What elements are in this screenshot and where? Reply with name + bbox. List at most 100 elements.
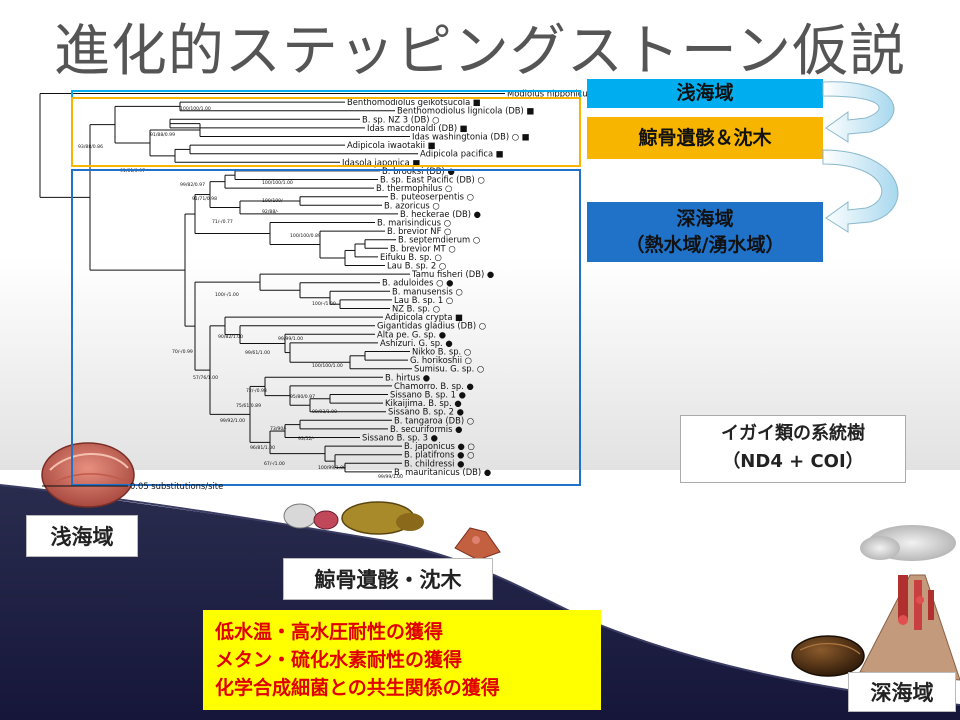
tree-caption-title: イガイ類の系統樹 bbox=[721, 423, 865, 444]
taxon-label: B. securiformis ● bbox=[390, 424, 462, 434]
support-value: 93/88/0.86 bbox=[78, 144, 103, 150]
taxon-label: B. japonicus ● ○ bbox=[404, 441, 475, 451]
support-value: 91/88/0.99 bbox=[150, 132, 175, 138]
taxon-label: Eifuku B. sp. ○ bbox=[380, 252, 442, 262]
taxon-label: Adipicola iwaotakii ■ bbox=[347, 140, 436, 150]
support-value: 100/100/1.00 bbox=[312, 363, 343, 369]
taxon-label: Lau B. sp. 2 ○ bbox=[387, 261, 446, 271]
taxon-label: Lau B. sp. 1 ○ bbox=[394, 295, 453, 305]
support-value: 90/82/1.00 bbox=[218, 334, 243, 340]
support-value: 71/-/0.77 bbox=[212, 219, 233, 225]
support-value: 57/76/1.00 bbox=[193, 375, 218, 381]
legend-deep: 深海域 （熱水域/湧水域） bbox=[587, 202, 823, 262]
seabed-slope bbox=[0, 484, 960, 706]
support-value: 72/-/0.98 bbox=[246, 388, 267, 394]
taxon-label: B. septemdierum ○ bbox=[398, 235, 480, 245]
taxon-label: B. manusensis ○ bbox=[392, 286, 463, 296]
deep-clade-box bbox=[71, 169, 581, 486]
taxon-label: Sissano B. sp. 3 ● bbox=[362, 433, 438, 443]
legend-shallow: 浅海域 bbox=[587, 79, 823, 108]
taxon-label: B. tangaroa (DB) ○ bbox=[394, 415, 474, 425]
taxon-label: B. thermophilus ○ bbox=[376, 183, 452, 193]
taxon-label: B. sp. NZ 3 (DB) ○ bbox=[362, 114, 439, 124]
taxon-label: Sissano B. sp. 1 ● bbox=[390, 390, 466, 400]
taxon-label: Tamu fisheri (DB) ● bbox=[411, 269, 494, 279]
support-value: 99/99/1.00 bbox=[378, 474, 403, 480]
legend-deep-label: 深海域 bbox=[676, 208, 734, 230]
acquisition-list: 低水温・高水圧耐性の獲得 メタン・硫化水素耐性の獲得 化学合成細菌との共生関係の… bbox=[203, 610, 601, 710]
support-value: 99/61/1.00 bbox=[245, 350, 270, 356]
support-value: 70/-/0.99 bbox=[172, 349, 193, 355]
taxon-label: Benthomodiolus geikotsucola ■ bbox=[347, 97, 481, 107]
support-value: 67/-/1.00 bbox=[264, 461, 285, 467]
support-value: 96/81/1.00 bbox=[250, 445, 275, 451]
taxon-label: Adipicola crypta ■ bbox=[385, 312, 463, 322]
whalefall-mussel-image bbox=[283, 501, 501, 561]
taxon-label: Ashizuri. G. sp. ● bbox=[380, 338, 453, 348]
taxon-label: Idasola japonica ■ bbox=[342, 157, 420, 167]
tree-caption: イガイ類の系統樹 （ND4 + COI） bbox=[680, 415, 906, 483]
legend-shallow-label: 浅海域 bbox=[676, 82, 734, 104]
taxon-label: Alta pe. G. sp. ● bbox=[377, 329, 446, 339]
taxon-label: B. azoricus ○ bbox=[384, 200, 440, 210]
taxon-label: Sissano B. sp. 2 ● bbox=[388, 407, 464, 417]
support-value: 100/-/1.00 bbox=[215, 292, 239, 298]
taxon-label: B. platifrons ● ○ bbox=[404, 450, 474, 460]
taxon-label: Benthomodiolus lignicola (DB) ■ bbox=[397, 106, 534, 116]
arrow-shallow-to-whalefall bbox=[822, 81, 895, 143]
legend-deep-sublabel: （熱水域/湧水域） bbox=[625, 234, 785, 256]
acquisition-item: 低水温・高水圧耐性の獲得 bbox=[215, 621, 444, 643]
taxon-label: NZ B. sp. ○ bbox=[392, 304, 440, 314]
support-value: 99/92/1.00 bbox=[220, 418, 245, 424]
taxon-label: Sumisu. G. sp. ○ bbox=[414, 364, 484, 374]
support-value: 100/100/1.00 bbox=[180, 106, 211, 112]
support-value: 75/61/0.89 bbox=[236, 403, 261, 409]
taxon-label: B. aduloides ○ ● bbox=[382, 278, 453, 288]
arrow-whalefall-to-deep bbox=[822, 149, 899, 233]
slide-title: 進化的ステッピングストーン仮説 bbox=[53, 19, 907, 84]
support-value: 95/80/0.97 bbox=[290, 394, 315, 400]
taxon-label: B. heckerae (DB) ● bbox=[400, 209, 481, 219]
support-value: 93/52/- bbox=[298, 436, 315, 442]
support-value: 100/99/1.00 bbox=[318, 465, 346, 471]
taxon-label: B. hirtus ● bbox=[385, 372, 430, 382]
legend-whalefall: 鯨骨遺骸＆沈木 bbox=[587, 117, 823, 159]
support-value: 100/100/0.89 bbox=[290, 233, 321, 239]
support-value: 99/99/1.00 bbox=[278, 336, 303, 342]
shallow-mussel-image bbox=[41, 442, 135, 508]
taxon-label: Kikaijima. B. sp. ● bbox=[385, 398, 462, 408]
taxon-label: B. marisindicus ○ bbox=[377, 218, 451, 228]
taxon-label: Idas washingtonia (DB) ○ ■ bbox=[412, 132, 530, 142]
deep-mussel-image bbox=[791, 635, 865, 677]
support-value: 100/100/- bbox=[262, 198, 285, 204]
taxon-label: B. sp. East Pacific (DB) ○ bbox=[380, 175, 485, 185]
taxon-label: Idas macdonaldi (DB) ■ bbox=[367, 123, 468, 133]
taxon-label: Modiolus nipponicus ▲ bbox=[507, 89, 602, 99]
support-value: 100/100/1.00 bbox=[262, 180, 293, 186]
scale-bar-label: 0.05 substitutions/site bbox=[130, 481, 223, 491]
scene-label-shallow: 浅海域 bbox=[26, 515, 138, 557]
taxon-label: G. horikoshii ○ bbox=[410, 355, 472, 365]
support-value: 73/90/- bbox=[270, 426, 287, 432]
legend-whalefall-label: 鯨骨遺骸＆沈木 bbox=[638, 127, 772, 149]
support-value: 99/93/1.00 bbox=[312, 409, 337, 415]
taxon-label: Gigantidas gladius (DB) ○ bbox=[377, 321, 486, 331]
taxon-label: B. brevior MT ○ bbox=[390, 243, 456, 253]
whalefall-clade-box bbox=[71, 97, 581, 167]
acquisition-item: 化学合成細菌との共生関係の獲得 bbox=[215, 677, 500, 699]
support-value: 99/82/0.97 bbox=[180, 182, 205, 188]
scene-label-whalefall: 鯨骨遺骸・沈木 bbox=[283, 558, 493, 600]
taxon-label: B. childressi ● bbox=[404, 458, 464, 468]
taxon-label: Chamorro. B. sp. ● bbox=[394, 381, 474, 391]
tree-caption-subtitle: （ND4 + COI） bbox=[722, 451, 864, 472]
support-value: 92/88/- bbox=[262, 209, 279, 215]
scene-label-deep: 深海域 bbox=[848, 672, 956, 712]
taxon-label: Adipicola pacifica ■ bbox=[420, 149, 504, 159]
support-value: 100/-/1.00 bbox=[312, 301, 336, 307]
support-value: 91/71/0.98 bbox=[192, 196, 217, 202]
taxon-label: Nikko B. sp. ○ bbox=[412, 347, 471, 357]
acquisition-item: メタン・硫化水素耐性の獲得 bbox=[215, 649, 463, 671]
